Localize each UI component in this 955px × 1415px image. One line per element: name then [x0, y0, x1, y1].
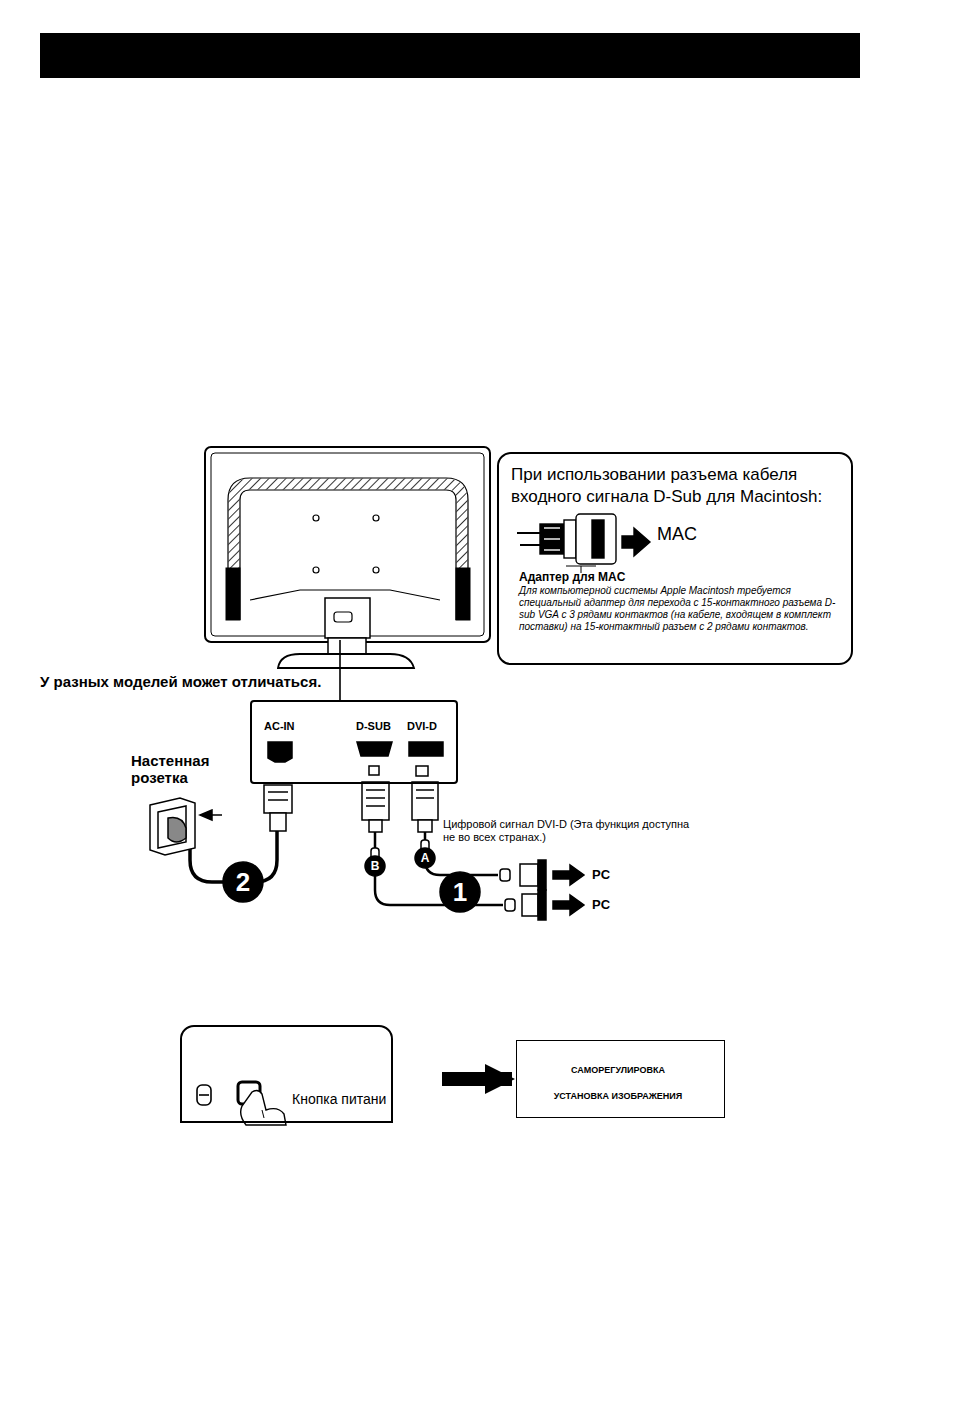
target-label: PC: [592, 897, 610, 912]
signal-note: Цифровой сигнал DVI-D (Эта функция досту…: [443, 818, 693, 844]
callout-letter: A: [421, 851, 430, 865]
callout-box: При использовании разъема кабеля входног…: [497, 452, 853, 665]
flow-arrow: [442, 1072, 512, 1086]
callout-number: 1: [453, 877, 467, 908]
note-text: Для компьютерной системы Apple Macintosh…: [519, 585, 841, 633]
note-label: У разных моделей может отличаться.: [40, 673, 360, 690]
port-name: AC-IN: [264, 720, 295, 732]
target-label: MAC: [657, 524, 697, 545]
callout-heading: При использовании разъема кабеля входног…: [511, 464, 841, 508]
target-label: PC: [592, 867, 610, 882]
osd-text: САМОРЕГУЛИРОВКА: [517, 1065, 719, 1075]
monitor-back: [205, 447, 490, 700]
port-name: DVI-D: [407, 720, 437, 732]
connector-panel: AC-IN D-SUB DVI-D: [250, 700, 458, 784]
cables: [150, 782, 584, 920]
header-bar: [40, 33, 860, 78]
outlet-label: Настенная розетка: [131, 752, 231, 786]
osd-box: САМОРЕГУЛИРОВКА УСТАНОВКА ИЗОБРАЖЕНИЯ: [516, 1040, 725, 1118]
callout-number: 2: [236, 867, 250, 898]
mac-adapter: [517, 514, 650, 573]
osd-text: УСТАНОВКА ИЗОБРАЖЕНИЯ: [517, 1091, 719, 1101]
ports: [268, 742, 443, 776]
part-name: Адаптер для MAC: [519, 570, 625, 584]
callout-letter: B: [371, 859, 380, 873]
button-label: Кнопка питани: [292, 1091, 386, 1107]
power-button: [197, 1082, 286, 1125]
button-panel: Кнопка питани: [180, 1025, 393, 1123]
port-name: D-SUB: [356, 720, 391, 732]
